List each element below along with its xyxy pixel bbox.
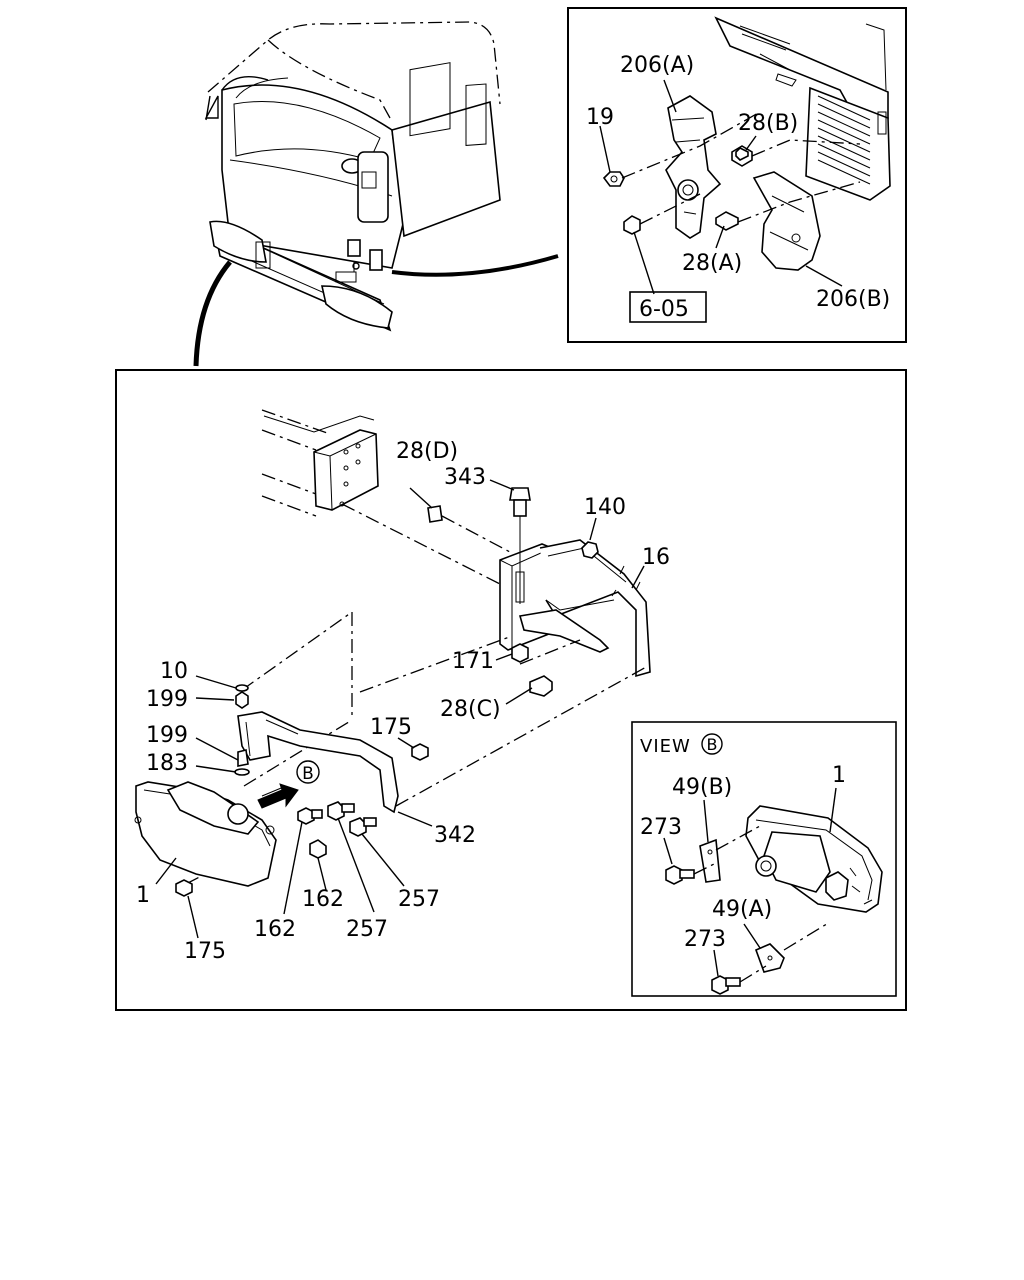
label-199-lower: 199: [146, 723, 188, 748]
label-ref-6-05: 6-05: [639, 297, 689, 322]
reference-box-6-05: [629, 291, 707, 323]
main-frame: [115, 369, 907, 1011]
label-162-left: 162: [254, 917, 296, 942]
view-b-title: VIEW: [640, 736, 691, 757]
label-257-right: 257: [398, 887, 440, 912]
label-1-main: 1: [136, 883, 150, 908]
view-b-label-273-lower: 273: [684, 927, 726, 952]
view-b-label-49a: 49(A): [712, 897, 772, 922]
label-10: 10: [160, 659, 188, 684]
label-175-upper: 175: [370, 715, 412, 740]
label-19: 19: [586, 105, 614, 130]
inset-top-drawing: [599, 16, 891, 295]
label-199-upper: 199: [146, 687, 188, 712]
label-342: 342: [434, 823, 476, 848]
label-175-lower: 175: [184, 939, 226, 964]
view-marker-b: B: [302, 764, 314, 784]
callout-curve-top: [391, 254, 559, 277]
label-16: 16: [642, 545, 670, 570]
label-343: 343: [444, 465, 486, 490]
label-257-left: 257: [346, 917, 388, 942]
view-b-drawing: [663, 787, 883, 995]
main-assembly-drawing: [134, 409, 651, 939]
label-183: 183: [146, 751, 188, 776]
label-171: 171: [452, 649, 494, 674]
truck-cab-overview: [204, 21, 501, 332]
label-28d: 28(D): [396, 439, 458, 464]
view-b-label-273-upper: 273: [640, 815, 682, 840]
view-marker-circle: [296, 760, 320, 784]
view-b-marker: B: [707, 735, 718, 754]
label-162-right: 162: [302, 887, 344, 912]
label-206a: 206(A): [620, 53, 694, 78]
view-b-label-1: 1: [832, 763, 846, 788]
label-28b: 28(B): [738, 111, 798, 136]
view-b-marker-circle: [701, 733, 723, 755]
label-206b: 206(B): [816, 287, 890, 312]
view-b-frame: [631, 721, 897, 997]
label-28c: 28(C): [440, 697, 501, 722]
label-28a: 28(A): [682, 251, 742, 276]
callout-curve-main: [193, 260, 232, 367]
inset-frame-top: [567, 7, 907, 343]
label-140: 140: [584, 495, 626, 520]
view-b-label-49b: 49(B): [672, 775, 732, 800]
